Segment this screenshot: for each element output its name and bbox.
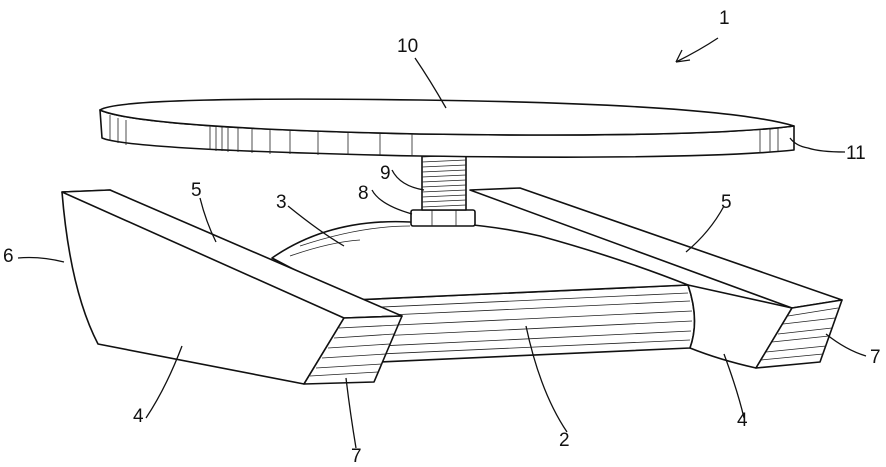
- threaded-rod: [421, 151, 467, 211]
- label-1: 1: [719, 8, 730, 29]
- label-9: 9: [380, 163, 391, 184]
- label-7-right: 7: [870, 347, 881, 368]
- leader-lines: [17, 37, 867, 449]
- label-6: 6: [3, 246, 14, 267]
- reference-numerals: 1 10 11 9 8 3 5 5 6 4 4 2 7 7: [3, 8, 881, 467]
- label-8: 8: [358, 183, 369, 204]
- label-7-left: 7: [351, 446, 362, 467]
- label-5-right: 5: [721, 192, 732, 213]
- right-runner: [469, 187, 843, 369]
- label-4-left: 4: [133, 406, 144, 427]
- left-runner: [61, 189, 403, 385]
- label-3: 3: [276, 192, 287, 213]
- disc: [99, 98, 795, 158]
- dome: [271, 220, 689, 301]
- label-5-left: 5: [191, 180, 202, 201]
- nut: [410, 209, 476, 227]
- label-2: 2: [559, 430, 570, 451]
- label-4-right: 4: [737, 410, 748, 431]
- label-11: 11: [846, 143, 866, 164]
- label-10: 10: [397, 36, 418, 57]
